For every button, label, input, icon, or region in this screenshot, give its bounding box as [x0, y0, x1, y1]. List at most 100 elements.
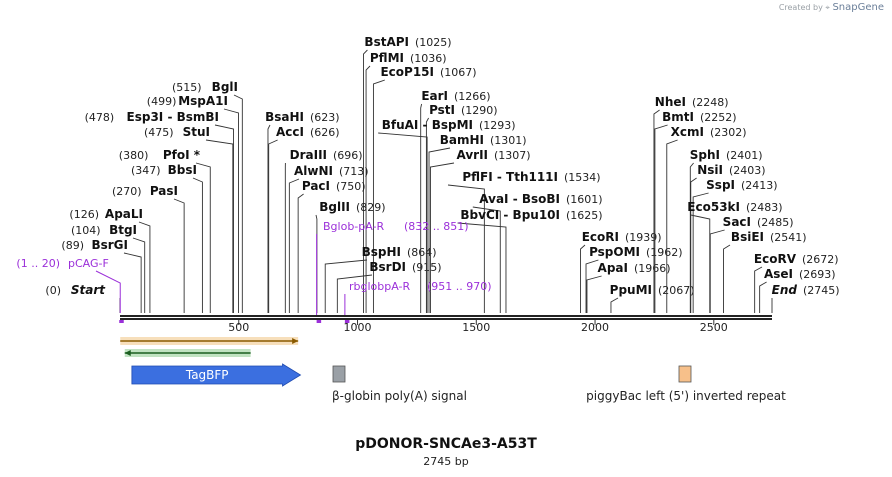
feature-box: [332, 365, 346, 383]
enzyme-position: (750): [336, 180, 366, 193]
enzyme-position: (1025): [415, 36, 452, 49]
cut-site-line: [363, 49, 368, 313]
cut-site-line: [690, 177, 697, 313]
primer-range: (832 .. 851): [404, 220, 469, 233]
enzyme-position: (696): [333, 149, 363, 162]
cut-site-line: [689, 162, 694, 313]
enzyme-position: (2413): [741, 179, 778, 192]
cut-site-line: [173, 198, 185, 313]
axis-tick-label: 1500: [462, 321, 490, 334]
enzyme-position: (475): [144, 126, 174, 139]
enzyme-position: (2745): [803, 284, 840, 297]
enzyme-position: (2401): [726, 149, 763, 162]
enzyme-name: PflMI: [370, 51, 404, 65]
enzyme-name: BfuAI - BspMI: [382, 118, 473, 132]
primer-range: (1 .. 20): [16, 257, 60, 270]
primer-bind-mark: [119, 320, 124, 323]
enzyme-name: ApaLI: [105, 207, 143, 221]
enzyme-position: (515): [172, 81, 202, 94]
cut-site-line: [690, 214, 711, 313]
enzyme-name: BsrGI: [91, 238, 128, 252]
cut-site-line: [214, 124, 234, 313]
enzyme-name: NheI: [655, 95, 686, 109]
enzyme-position: (1293): [479, 119, 516, 132]
backbone-bottom-strand: [120, 318, 772, 320]
cut-site-line: [653, 109, 660, 313]
enzyme-name: BbvCI - Bpu10I: [460, 208, 560, 222]
enzyme-position: (1290): [461, 104, 498, 117]
enzyme-name: BtgI: [109, 223, 137, 237]
credit-prefix: Created by: [778, 3, 823, 12]
enzyme-position: (478): [85, 111, 115, 124]
enzyme-name: BamHI: [440, 133, 484, 147]
primer-name: rbglobpA-R: [349, 280, 410, 293]
enzyme-position: (2248): [692, 96, 729, 109]
enzyme-position: (104): [71, 224, 101, 237]
orf-track-arrowhead: [124, 350, 131, 356]
primer-name: Bglob-pA-R: [323, 220, 385, 233]
snapgene-logo-icon: ⌖: [825, 3, 830, 12]
enzyme-position: (1036): [410, 52, 447, 65]
enzyme-name: BsaHI: [265, 110, 304, 124]
enzyme-name: EarI: [421, 89, 448, 103]
cut-site-line: [372, 79, 385, 313]
enzyme-name: End: [772, 283, 798, 297]
enzyme-name: AccI: [276, 125, 304, 139]
enzyme-position: (713): [339, 165, 369, 178]
enzyme-position: (1966): [634, 262, 671, 275]
enzyme-name: MspA1I: [178, 94, 228, 108]
cut-site-line: [447, 184, 485, 313]
enzyme-position: (2541): [770, 231, 807, 244]
enzyme-name: Esp3I - BsmBI: [127, 110, 219, 124]
enzyme-position: (1939): [625, 231, 662, 244]
enzyme-name: BsiEI: [731, 230, 764, 244]
enzyme-position: (1601): [566, 193, 603, 206]
cut-site-line: [192, 177, 203, 313]
enzyme-name: XcmI: [671, 125, 704, 139]
credit-brand: SnapGene: [832, 2, 884, 13]
cut-site-line: [132, 237, 146, 313]
enzyme-position: (1625): [566, 209, 603, 222]
cut-site-line: [378, 132, 428, 313]
cut-site-line: [759, 281, 767, 313]
cut-site-line: [297, 193, 304, 313]
enzyme-position: (864): [407, 246, 437, 259]
enzyme-position: (347): [131, 164, 161, 177]
cut-site-line: [472, 206, 501, 313]
cut-site-line: [692, 192, 709, 313]
cut-site-line: [429, 162, 455, 313]
axis-tick-label: 1000: [344, 321, 372, 334]
feature-label: TagBFP: [185, 368, 229, 382]
cut-site-line: [268, 139, 278, 313]
cut-site-line: [195, 162, 211, 313]
cut-site-line: [223, 108, 239, 313]
enzyme-position: (270): [112, 185, 142, 198]
enzyme-name: EcoRV: [754, 252, 797, 266]
feature-arrow: [131, 363, 302, 387]
enzyme-name: PflFI - Tth111I: [462, 170, 558, 184]
enzyme-name: BglI: [212, 80, 238, 94]
enzyme-position: (0): [45, 284, 61, 297]
cut-site-line: [580, 244, 586, 313]
enzyme-name: BsrDI: [369, 260, 406, 274]
cut-site-line: [267, 124, 271, 313]
enzyme-position: (1534): [564, 171, 601, 184]
feature-label: β-globin poly(A) signal: [332, 389, 467, 403]
enzyme-name: BstAPI: [364, 35, 409, 49]
cut-site-line: [336, 274, 373, 313]
plasmid-name: pDONOR-SNCAe3-A53T: [355, 436, 537, 452]
enzyme-position: (2403): [729, 164, 766, 177]
enzyme-name: AvrII: [456, 148, 488, 162]
enzyme-position: (2693): [799, 268, 836, 281]
enzyme-name: Eco53kI: [687, 200, 740, 214]
enzyme-position: (626): [310, 126, 340, 139]
enzyme-name: EcoRI: [582, 230, 619, 244]
enzyme-position: (1266): [454, 90, 491, 103]
cut-site-line: [586, 275, 602, 313]
cut-site-line: [138, 221, 151, 313]
backbone-top-strand: [120, 315, 772, 317]
cut-site-line: [233, 94, 243, 313]
enzyme-name: SacI: [723, 215, 751, 229]
cut-site-line: [654, 124, 668, 313]
